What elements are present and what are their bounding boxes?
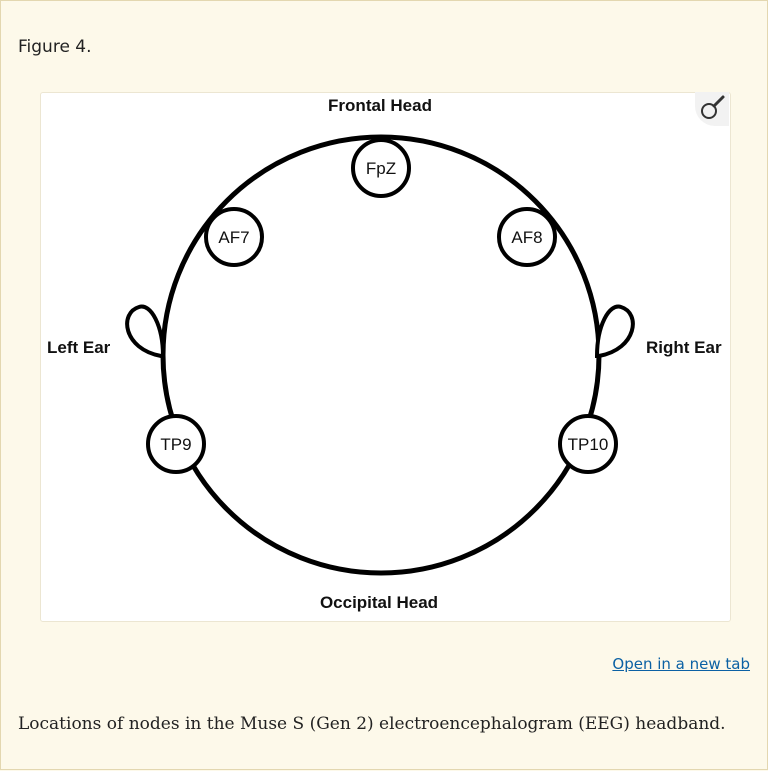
node-af7 (204, 207, 264, 267)
node-tp10 (558, 414, 618, 474)
node-label-fpz: FpZ (366, 159, 396, 178)
node-af8 (497, 207, 557, 267)
label-occipital-head: Occipital Head (320, 593, 438, 612)
node-label-tp10: TP10 (568, 435, 609, 454)
label-left-ear: Left Ear (47, 338, 111, 357)
figure-image[interactable] (40, 92, 731, 622)
node-fpz (351, 138, 411, 198)
figure-label: Figure 4. (18, 37, 92, 57)
zoom-button[interactable] (695, 92, 729, 126)
open-in-new-tab-link[interactable]: Open in a new tab (612, 655, 750, 673)
node-label-tp9: TP9 (160, 435, 191, 454)
figure-caption: Locations of nodes in the Muse S (Gen 2)… (18, 714, 726, 734)
node-label-af8: AF8 (511, 228, 542, 247)
head-outline (160, 134, 602, 576)
label-right-ear: Right Ear (646, 338, 722, 357)
magnifier-icon (701, 95, 725, 119)
label-frontal-head: Frontal Head (328, 96, 432, 115)
right-ear (594, 304, 635, 358)
node-label-af7: AF7 (218, 228, 249, 247)
left-ear (125, 304, 166, 358)
node-tp9 (146, 414, 206, 474)
